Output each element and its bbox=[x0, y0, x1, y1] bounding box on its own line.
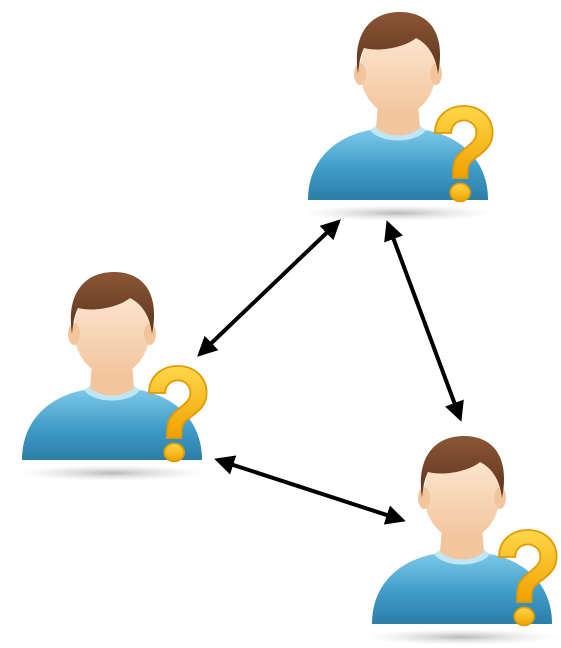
user-node-bottom-right bbox=[372, 436, 558, 645]
user-node-top bbox=[308, 12, 494, 221]
arrow-left-bottom-right bbox=[214, 455, 406, 525]
arrow-top-left bbox=[197, 219, 341, 357]
arrow-top-bottom-right bbox=[384, 220, 464, 422]
user-node-left bbox=[22, 272, 208, 481]
